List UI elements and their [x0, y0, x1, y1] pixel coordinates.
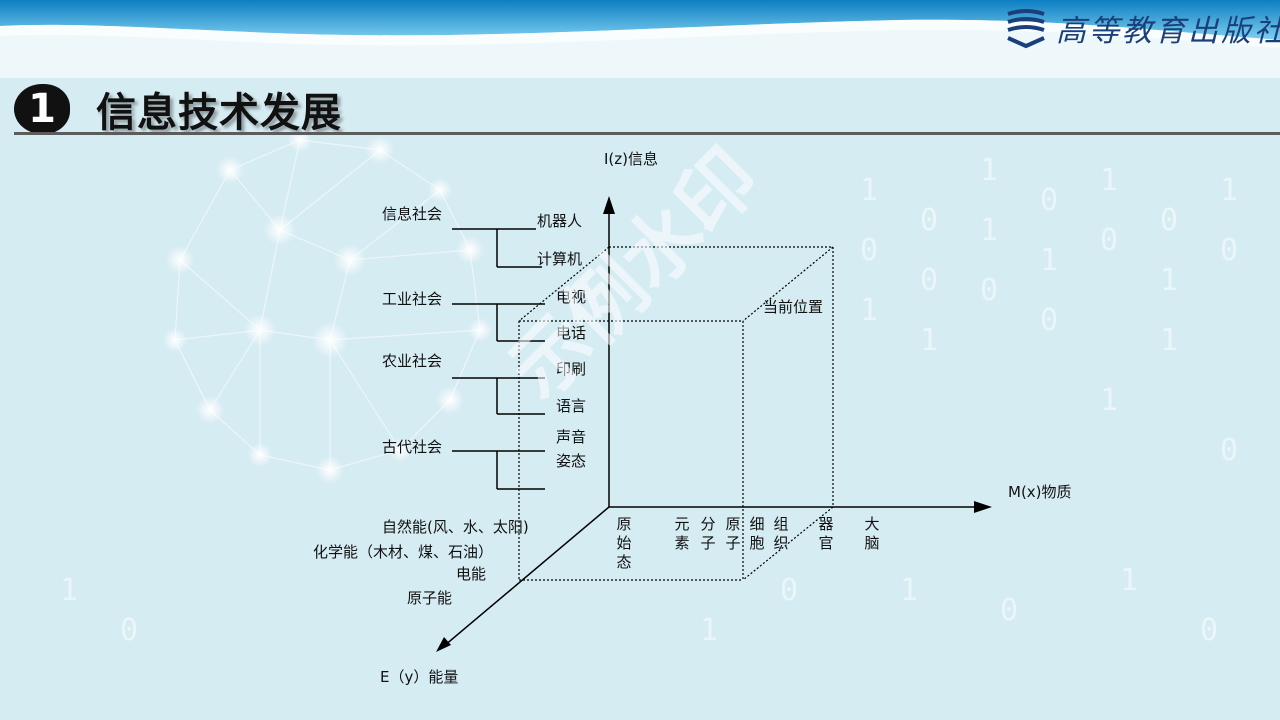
matter-level: 原始态: [616, 515, 632, 571]
svg-text:1: 1: [860, 173, 878, 208]
publisher-name: 高等教育出版社: [1056, 14, 1280, 49]
svg-text:1: 1: [980, 153, 998, 188]
society-label: 农业社会: [382, 352, 443, 370]
x-axis-label: M(x)物质: [1008, 483, 1072, 501]
svg-text:1: 1: [1220, 173, 1238, 208]
matter-level: 元素: [674, 515, 690, 552]
matter-level: 器官: [818, 515, 834, 552]
svg-text:0: 0: [980, 273, 998, 308]
matter-level: 组织: [773, 515, 789, 552]
svg-text:1: 1: [1100, 163, 1118, 198]
current-position-label: 当前位置: [763, 298, 824, 316]
society-label: 古代社会: [382, 438, 443, 456]
svg-text:0: 0: [920, 203, 938, 238]
matter-level: 细胞: [749, 515, 765, 552]
info-milestone: 语言: [556, 397, 587, 415]
z-axis-label: I(z)信息: [604, 150, 659, 168]
svg-text:0: 0: [780, 573, 798, 608]
svg-text:1: 1: [980, 213, 998, 248]
svg-text:1: 1: [60, 573, 78, 608]
svg-text:0: 0: [1040, 183, 1058, 218]
y-axis-label: E（y）能量: [380, 668, 459, 686]
svg-text:1: 1: [1100, 383, 1118, 418]
section-number-badge: 1: [14, 84, 70, 134]
z-axis-arrow: [603, 196, 615, 214]
publisher-brand: 高等教育出版社: [1004, 6, 1280, 50]
svg-text:1: 1: [1120, 563, 1138, 598]
energy-level: 原子能: [407, 589, 453, 607]
svg-text:1: 1: [700, 613, 718, 648]
society-label: 工业社会: [382, 290, 443, 308]
info-milestone: 印刷: [556, 360, 587, 378]
svg-text:1: 1: [860, 293, 878, 328]
matter-level: 原子: [725, 515, 741, 552]
y-axis: [443, 506, 610, 647]
info-milestone: 机器人: [537, 212, 583, 230]
svg-text:0: 0: [860, 233, 878, 268]
svg-text:0: 0: [1200, 613, 1218, 648]
society-brackets: [452, 228, 545, 490]
section-title: 信息技术发展: [96, 90, 342, 136]
info-milestone: 电话: [556, 324, 587, 342]
energy-level: 自然能(风、水、太阳): [382, 518, 529, 536]
society-label: 信息社会: [382, 205, 443, 223]
matter-level: 分子: [700, 515, 716, 552]
energy-level: 化学能（木材、煤、石油）: [313, 543, 494, 561]
svg-text:0: 0: [1000, 593, 1018, 628]
svg-text:1: 1: [900, 573, 918, 608]
svg-text:0: 0: [1220, 233, 1238, 268]
svg-text:1: 1: [1040, 243, 1058, 278]
svg-text:0: 0: [1220, 433, 1238, 468]
info-milestone: 电视: [556, 288, 587, 306]
y-axis-arrow: [436, 637, 451, 652]
matter-level: 大脑: [864, 515, 880, 552]
svg-text:0: 0: [1040, 303, 1058, 338]
title-divider: [14, 132, 1280, 135]
energy-level: 电能: [456, 565, 487, 583]
svg-text:0: 0: [1100, 223, 1118, 258]
info-milestone: 声音: [556, 428, 587, 446]
svg-text:1: 1: [1160, 263, 1178, 298]
svg-text:1: 1: [1160, 323, 1178, 358]
publisher-logo-icon: [1007, 9, 1045, 49]
svg-text:0: 0: [1160, 203, 1178, 238]
info-milestone: 姿态: [556, 452, 587, 470]
svg-text:1: 1: [920, 323, 938, 358]
x-axis-arrow: [974, 501, 992, 513]
svg-text:0: 0: [120, 613, 138, 648]
info-milestone: 计算机: [537, 250, 583, 268]
svg-text:0: 0: [920, 263, 938, 298]
header-wave-band: [0, 0, 1280, 48]
